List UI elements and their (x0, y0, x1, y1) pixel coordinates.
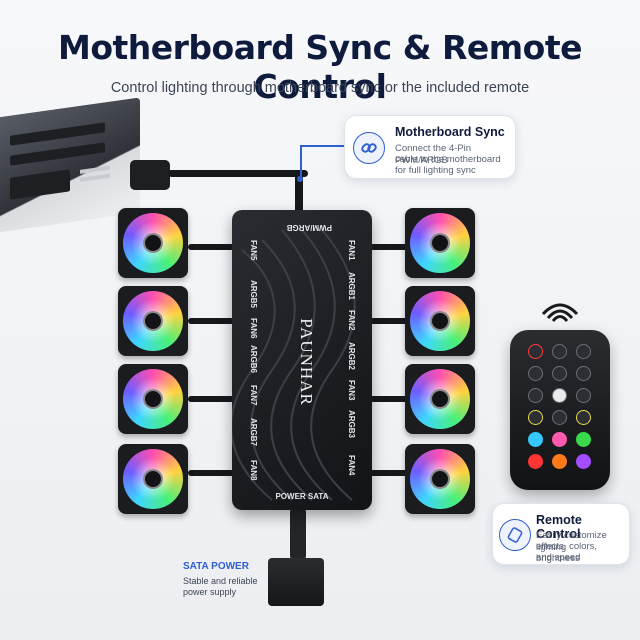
fan-4 (405, 444, 475, 514)
remote-desc-3: and speed (536, 552, 581, 563)
hub-label-right-1: ARGB1 (347, 272, 356, 301)
hub-label-left-0: FAN5 (249, 240, 258, 261)
remote-icon (499, 519, 531, 551)
callout-pointer-dot (297, 176, 303, 182)
hub-label-left-3: ARGB6 (249, 345, 258, 374)
signal-waves-icon (541, 303, 579, 322)
hub-label-pwm-argb: PWM/ARGB (286, 223, 332, 232)
hub-label-right-0: FAN1 (347, 240, 356, 261)
sata-power-connector (268, 558, 324, 606)
link-icon (353, 132, 385, 164)
mobo-sync-desc-2: cable to the motherboard (395, 154, 501, 165)
remote-callout: Remote Control Easily customize lighting… (492, 503, 630, 565)
sata-power-desc: Stable and reliable power supply (183, 576, 273, 598)
sata-power-title: SATA POWER (183, 561, 249, 572)
hub-label-left-2: FAN6 (249, 318, 258, 339)
fan-1 (405, 208, 475, 278)
mobo-sync-desc-3: for full lighting sync (395, 165, 476, 176)
fan-8 (118, 444, 188, 514)
hub-label-right-3: ARGB2 (347, 342, 356, 371)
remote-desc-2: effects, colors, brightness (536, 541, 598, 564)
hub-label-right-2: FAN2 (347, 310, 356, 331)
hub-label-right-4: FAN3 (347, 380, 356, 401)
remote-desc-1: Easily customize lighting (536, 530, 607, 553)
hub-wave-pattern (232, 229, 356, 501)
hub-label-left-1: ARGB5 (249, 280, 258, 309)
brand-logo: PAUNHAR (296, 318, 316, 406)
hub-label-left-6: FAN8 (249, 460, 258, 481)
sata-desc-1: Stable and reliable (183, 576, 258, 586)
remote-control (510, 330, 610, 490)
hub-label-right-5: ARGB3 (347, 410, 356, 439)
mobo-sync-desc-1: Connect the 4-Pin PWM/ARGB (395, 143, 472, 166)
fan-5 (118, 208, 188, 278)
remote-title: Remote Control (536, 513, 582, 541)
sata-desc-2: power supply (183, 587, 237, 597)
page-subtitle: Control lighting through motherboard syn… (110, 80, 530, 96)
mobo-cable (130, 160, 170, 190)
hub-label-right-6: FAN4 (347, 455, 356, 476)
mobo-sync-callout: Motherboard Sync Connect the 4-Pin PWM/A… (344, 115, 516, 179)
page-title: Motherboard Sync & Remote Control (58, 28, 582, 106)
mobo-sync-title: Motherboard Sync (395, 125, 505, 139)
hub-label-left-5: ARGB7 (249, 418, 258, 447)
fan-6 (118, 286, 188, 356)
fan-2 (405, 286, 475, 356)
hub-label-left-4: FAN7 (249, 385, 258, 406)
fan-3 (405, 364, 475, 434)
fan-7 (118, 364, 188, 434)
hub-label-power-sata: POWER SATA (275, 492, 329, 501)
fan-hub: PWM/ARGB FAN5 ARGB5 FAN6 ARGB6 FAN7 ARGB… (232, 210, 372, 510)
